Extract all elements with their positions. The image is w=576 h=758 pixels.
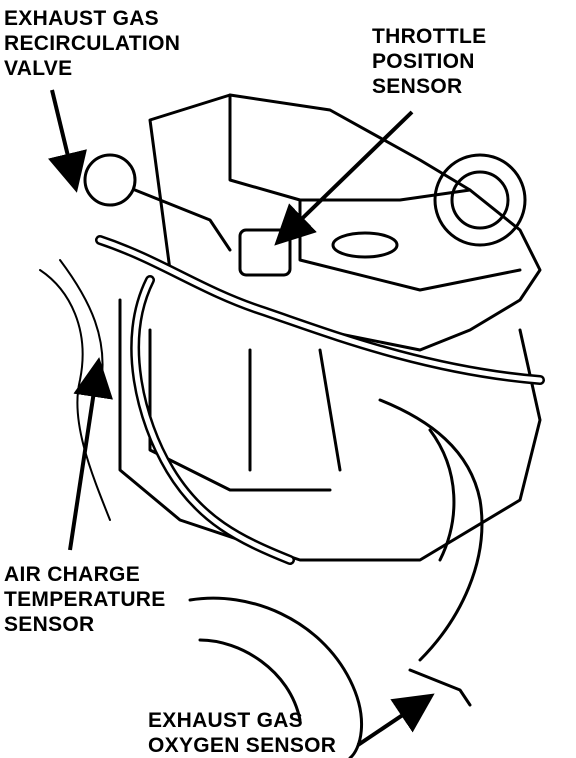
- pulley-shape: [433, 153, 527, 247]
- throttle-position-sensor-label-line-1: THROTTLE: [372, 25, 487, 48]
- flywheel-shape: [188, 596, 364, 758]
- air-charge-temperature-sensor-arrow: [68, 357, 113, 551]
- egr-valve-label-line-3: VALVE: [4, 57, 73, 80]
- air-charge-temperature-sensor-label-line-3: SENSOR: [4, 613, 95, 636]
- air-charge-temperature-sensor-label-line-2: TEMPERATURE: [4, 588, 166, 611]
- egr-valve-label-line-2: RECIRCULATION: [4, 32, 181, 55]
- throttle-position-sensor-arrow: [274, 110, 414, 246]
- throttle-position-sensor-label-line-3: SENSOR: [372, 75, 463, 98]
- pointer-arrows: [48, 89, 435, 747]
- ford-logo-icon: [331, 231, 399, 259]
- throttle-position-sensor-label-line-2: POSITION: [372, 50, 475, 73]
- exhaust-gas-oxygen-sensor-label-line-2: OXYGEN SENSOR: [148, 734, 337, 757]
- air-charge-temperature-sensor-label-line-1: AIR CHARGE: [4, 563, 141, 586]
- exhaust-gas-oxygen-sensor-label: EXHAUST GAS OXYGEN SENSOR: [148, 708, 336, 758]
- egr-valve-shape: [83, 153, 137, 207]
- engine-illustration: [39, 93, 545, 758]
- throttle-body-shape: [238, 228, 292, 277]
- egr-valve-label-line-1: EXHAUST GAS: [4, 7, 159, 30]
- egr-valve-label: EXHAUST GAS RECIRCULATION VALVE: [4, 6, 180, 81]
- throttle-position-sensor-label: THROTTLE POSITION SENSOR: [372, 24, 486, 99]
- exhaust-gas-oxygen-sensor-arrow: [356, 693, 435, 747]
- egr-valve-arrow: [48, 89, 87, 193]
- air-charge-temperature-sensor-label: AIR CHARGE TEMPERATURE SENSOR: [4, 562, 166, 637]
- exhaust-gas-oxygen-sensor-label-line-1: EXHAUST GAS: [148, 709, 303, 732]
